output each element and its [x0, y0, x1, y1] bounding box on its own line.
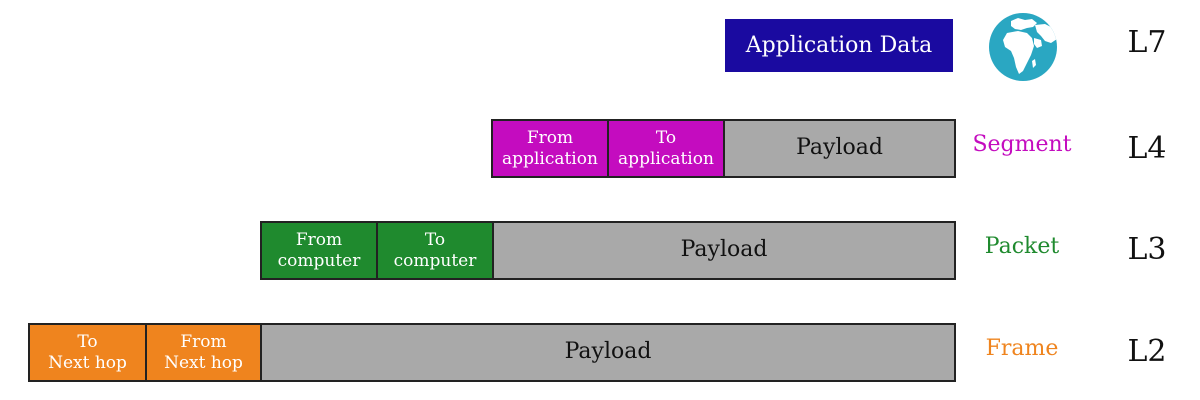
frame-header-to-line1: To [77, 332, 98, 353]
segment-header-from-line2: application [502, 148, 598, 169]
layer-l2-label: L2 [1127, 334, 1167, 369]
application-data-block: Application Data [725, 19, 953, 72]
frame-header-to-line2: Next hop [48, 352, 127, 373]
packet-payload: Payload [492, 221, 956, 280]
application-data-label: Application Data [745, 33, 933, 58]
frame-header-to-next-hop: To Next hop [28, 323, 147, 382]
segment-header-to-line2: application [618, 148, 714, 169]
layer-l7-label: L7 [1127, 25, 1167, 60]
segment-header-to-application: To application [607, 119, 725, 178]
packet-header-from-computer: From computer [260, 221, 378, 280]
packet-header-from-line1: From [295, 230, 343, 251]
frame-payload-label: Payload [564, 339, 652, 365]
segment-header-from-line1: From [526, 128, 574, 149]
pdu-packet-label: Packet [984, 234, 1060, 259]
frame-header-from-line1: From [180, 332, 227, 353]
packet-header-to-line2: computer [393, 250, 477, 271]
segment-payload: Payload [723, 119, 956, 178]
globe-icon [989, 13, 1057, 81]
packet-payload-label: Payload [680, 237, 768, 263]
frame-header-from-line2: Next hop [164, 352, 243, 373]
frame-payload: Payload [260, 323, 956, 382]
pdu-segment-label: Segment [972, 132, 1072, 157]
segment-header-to-line1: To [655, 128, 677, 149]
packet-header-to-line1: To [424, 230, 446, 251]
packet-header-from-line2: computer [277, 250, 361, 271]
segment-header-from-application: From application [491, 119, 609, 178]
layer-l3-label: L3 [1127, 232, 1167, 267]
layer-l4-label: L4 [1127, 131, 1167, 166]
packet-header-to-computer: To computer [376, 221, 494, 280]
segment-payload-label: Payload [796, 135, 883, 161]
frame-header-from-next-hop: From Next hop [145, 323, 262, 382]
pdu-frame-label: Frame [985, 336, 1059, 361]
